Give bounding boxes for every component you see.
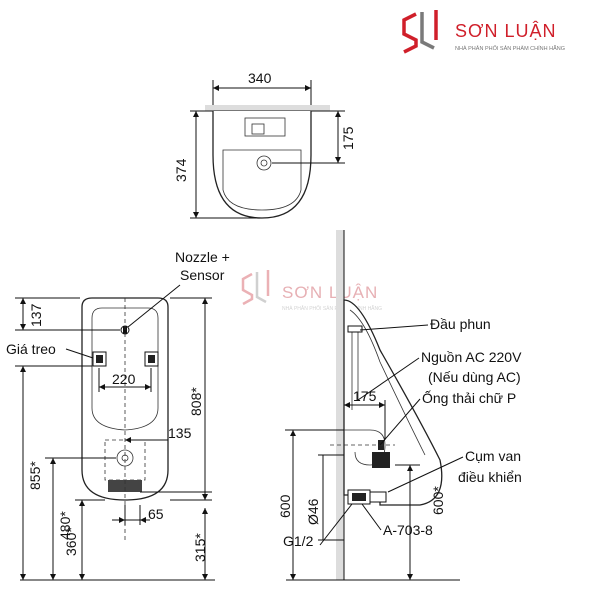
label-part-code: A-703-8	[383, 522, 433, 538]
side-view: Đầu phun Nguồn AC 220V (Nếu dùng AC) Ống…	[277, 230, 522, 581]
watermark: SƠN LUẬN NHÀ PHÂN PHỐI SẢN PHẨM CHÍNH HÃ…	[241, 270, 382, 312]
side-dim-600-right: 600*	[430, 486, 446, 515]
dim-65: 65	[148, 506, 164, 522]
dim-480: 480*	[57, 511, 73, 540]
watermark-tagline: NHÀ PHÂN PHỐI SẢN PHẨM CHÍNH HÃNG	[282, 305, 382, 312]
dim-135: 135	[168, 425, 192, 441]
top-view: 340 374 175	[173, 70, 356, 219]
label-valve-2: điều khiển	[458, 469, 522, 485]
dim-outlet-175: 175	[340, 126, 356, 150]
label-power-1: Nguồn AC 220V	[421, 349, 522, 365]
label-nozzle: Nozzle +	[175, 249, 230, 265]
dim-width-340: 340	[248, 70, 272, 86]
brand-name: SƠN LUẬN	[455, 21, 556, 41]
watermark-name: SƠN LUẬN	[282, 283, 378, 302]
side-dim-175: 175	[353, 388, 377, 404]
side-dim-46: Ø46	[305, 498, 321, 525]
dim-360: 360*	[63, 527, 79, 556]
dim-315: 315*	[192, 533, 208, 562]
front-view: Nozzle + Sensor Giá treo 137 220 808* 13…	[6, 249, 230, 581]
label-power-2: (Nếu dùng AC)	[428, 369, 521, 385]
label-spray-head: Đầu phun	[430, 316, 491, 332]
label-p-trap: Ống thải chữ P	[422, 389, 516, 406]
label-sensor: Sensor	[180, 267, 225, 283]
watermark-logo-icon	[241, 270, 270, 306]
dim-depth-374: 374	[173, 158, 189, 182]
brand-logo: SƠN LUẬN NHÀ PHÂN PHỐI SẢN PHẨM CHÍNH HÃ…	[402, 10, 565, 54]
brand-tagline: NHÀ PHÂN PHỐI SẢN PHẨM CHÍNH HÃNG	[455, 45, 565, 52]
dim-855: 855*	[27, 461, 43, 490]
side-dim-600-left: 600	[277, 494, 293, 518]
label-bracket: Giá treo	[6, 341, 56, 357]
label-valve-1: Cụm van	[465, 448, 521, 464]
label-thread: G1/2	[283, 533, 314, 549]
dim-808: 808*	[188, 387, 204, 416]
dim-220: 220	[112, 371, 136, 387]
brand-logo-mark-icon	[402, 10, 438, 54]
dim-137: 137	[28, 303, 44, 327]
